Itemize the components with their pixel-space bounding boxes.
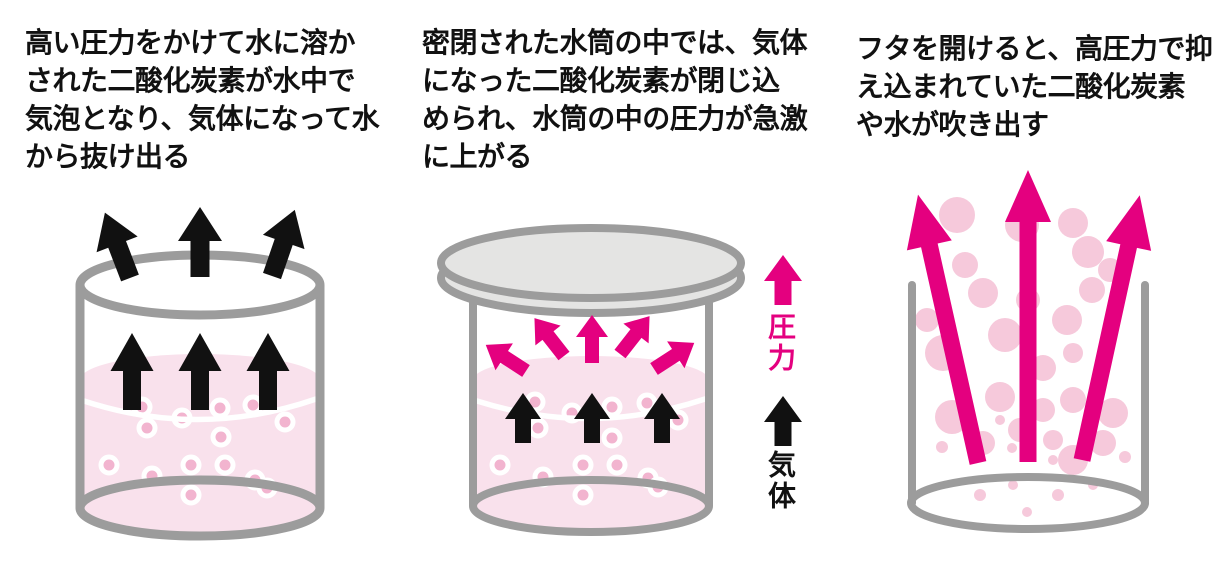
caption-line: え込まれていた二酸化炭素 xyxy=(856,70,1186,103)
legend-pressure-label: 圧力 xyxy=(764,312,797,374)
caption-panel-sealed: 密閉された水筒の中では、気体 になった二酸化炭素が閉じ込 められ、水筒の中の圧力… xyxy=(422,24,808,176)
caption-line: になった二酸化炭素が閉じ込 xyxy=(422,64,780,97)
caption-line: や水が吹き出す xyxy=(856,108,1049,141)
container-outline xyxy=(907,281,1149,533)
gas-arrows-escaping xyxy=(96,207,305,282)
caption-line: められ、水筒の中の圧力が急激 xyxy=(422,102,808,135)
caption-line: 高い圧力をかけて水に溶か xyxy=(25,26,356,59)
pressure-fan-arrows xyxy=(485,315,695,377)
lid xyxy=(437,224,745,317)
caption-panel-dissolved: 高い圧力をかけて水に溶か された二酸化炭素が水中で 気泡となり、気体になって水 … xyxy=(25,24,380,176)
legend-gas-arrow-icon xyxy=(764,396,802,446)
caption-line: された二酸化炭素が水中で xyxy=(25,64,356,97)
sealed-bottle-illustration xyxy=(437,224,802,536)
caption-line: から抜け出る xyxy=(25,140,191,173)
liquid-surface-highlight xyxy=(81,396,319,423)
container-bottom xyxy=(907,473,1149,533)
gas-arrows xyxy=(505,393,680,443)
caption-line: に上がる xyxy=(422,140,533,173)
open-cup-illustration xyxy=(75,207,325,541)
caption-panel-spray: フタを開けると、高圧力で抑 え込まれていた二酸化炭素 や水が吹き出す xyxy=(856,30,1213,144)
legend-pressure-arrow-icon xyxy=(764,255,802,305)
cup-outline xyxy=(75,250,325,541)
gas-arrows-inside xyxy=(110,333,290,410)
spray-arrows xyxy=(906,170,1152,465)
caption-line: 密閉された水筒の中では、気体 xyxy=(422,26,808,59)
caption-line: フタを開けると、高圧力で抑 xyxy=(856,32,1213,65)
caption-line: 気泡となり、気体になって水 xyxy=(25,102,380,135)
container-outline xyxy=(469,285,713,536)
legend-gas-label: 気体 xyxy=(764,450,797,512)
liquid xyxy=(473,356,709,532)
lid-top xyxy=(437,224,745,302)
spraying-bottle-illustration xyxy=(906,170,1152,533)
